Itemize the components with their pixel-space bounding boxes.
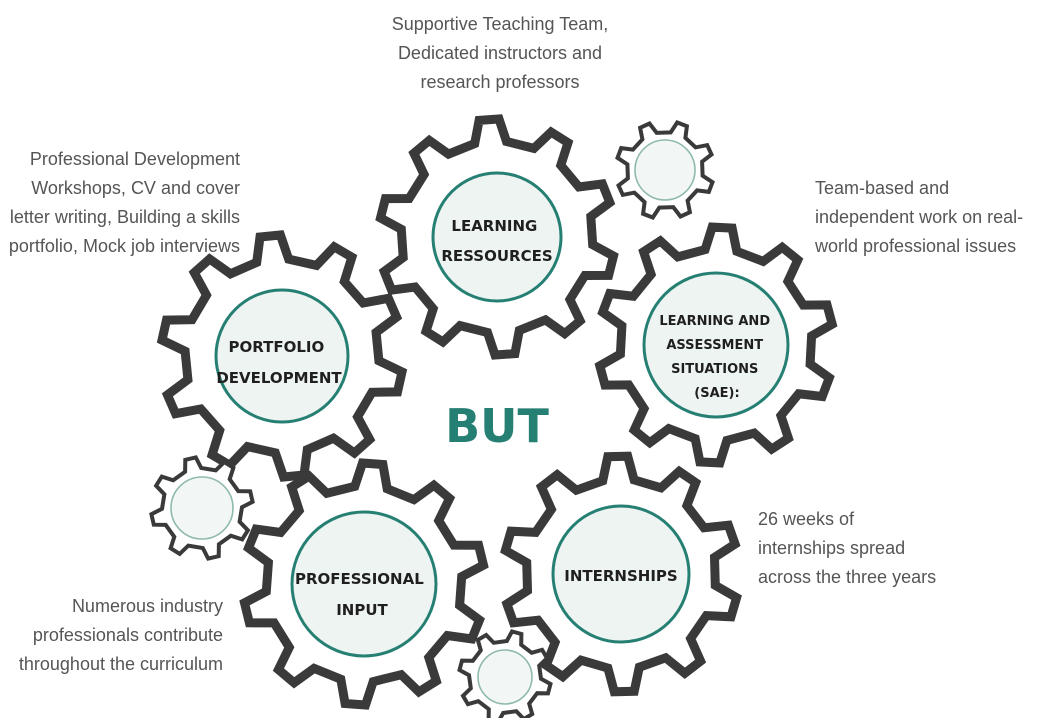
description-line: portfolio, Mock job interviews	[8, 236, 240, 256]
description-line: independent work on real-	[815, 207, 1024, 227]
description-professional-input: Numerous industry professionals contribu…	[0, 592, 223, 679]
gear-internships-circle	[551, 504, 691, 644]
small-gear-top-right-circle	[634, 139, 696, 201]
gear-internships	[500, 451, 742, 697]
small-gear-left-circle	[170, 476, 234, 540]
gear-label-line: (SAE):	[694, 386, 739, 401]
description-line: internships spread	[758, 538, 906, 558]
gear-label-professional-input: PROFESSIONAL INPUT	[295, 570, 429, 619]
description-internships: 26 weeks of internships spread across th…	[758, 505, 958, 592]
gear-professional-input-circle	[290, 510, 438, 658]
gear-layer	[149, 114, 838, 718]
gear-professional-input	[239, 458, 489, 710]
gear-label-line: INTERNSHIPS	[564, 567, 677, 585]
gear-portfolio-circle	[214, 288, 350, 424]
center-title: BUT	[445, 399, 549, 453]
gear-label-internships: INTERNSHIPS	[564, 567, 677, 585]
description-line: Professional Development	[29, 149, 240, 169]
gear-label-line: DEVELOPMENT	[216, 369, 342, 387]
gear-learning-resources	[375, 114, 619, 360]
description-line: world professional issues	[815, 236, 1017, 256]
gear-label-line: LEARNING	[451, 217, 537, 235]
description-sae: Team-based and independent work on real-…	[815, 174, 1030, 261]
gear-sae-circle	[642, 271, 790, 419]
description-line: research professors	[420, 72, 580, 92]
gear-label-portfolio: PORTFOLIO DEVELOPMENT	[216, 338, 342, 387]
gear-label-sae: LEARNING AND ASSESSMENT SITUATIONS (SAE)…	[659, 314, 774, 401]
description-line: throughout the curriculum	[18, 654, 223, 674]
gear-label-line: LEARNING AND	[659, 314, 770, 329]
gear-label-line: RESSOURCES	[441, 247, 552, 265]
small-gear-bottom	[457, 629, 553, 718]
gear-label-line: PORTFOLIO	[229, 338, 325, 356]
description-line: 26 weeks of	[758, 509, 855, 529]
gear-label-line: PROFESSIONAL	[295, 570, 424, 588]
description-portfolio: Professional Development Workshops, CV a…	[0, 145, 240, 261]
description-line: professionals contribute	[32, 625, 223, 645]
small-gear-top-right	[615, 120, 715, 220]
description-learning-resources: Supportive Teaching Team, Dedicated inst…	[360, 10, 640, 97]
gear-label-line: INPUT	[336, 601, 388, 619]
gear-learning-resources-circle	[431, 171, 563, 303]
gear-portfolio	[156, 230, 408, 482]
description-line: Team-based and	[815, 178, 950, 198]
description-line: Supportive Teaching Team,	[391, 14, 609, 34]
description-line: letter writing, Building a skills	[9, 207, 240, 227]
small-gear-bottom-circle	[477, 649, 533, 705]
small-gear-left	[149, 455, 255, 561]
gear-label-learning-resources: LEARNING RESSOURCES	[441, 217, 552, 265]
gear-label-line: SITUATIONS	[671, 362, 758, 377]
gear-sae	[594, 222, 838, 468]
description-line: Dedicated instructors and	[397, 43, 603, 63]
description-line: across the three years	[758, 567, 937, 587]
gear-label-line: ASSESSMENT	[666, 338, 763, 353]
description-line: Numerous industry	[71, 596, 223, 616]
description-line: Workshops, CV and cover	[31, 178, 240, 198]
